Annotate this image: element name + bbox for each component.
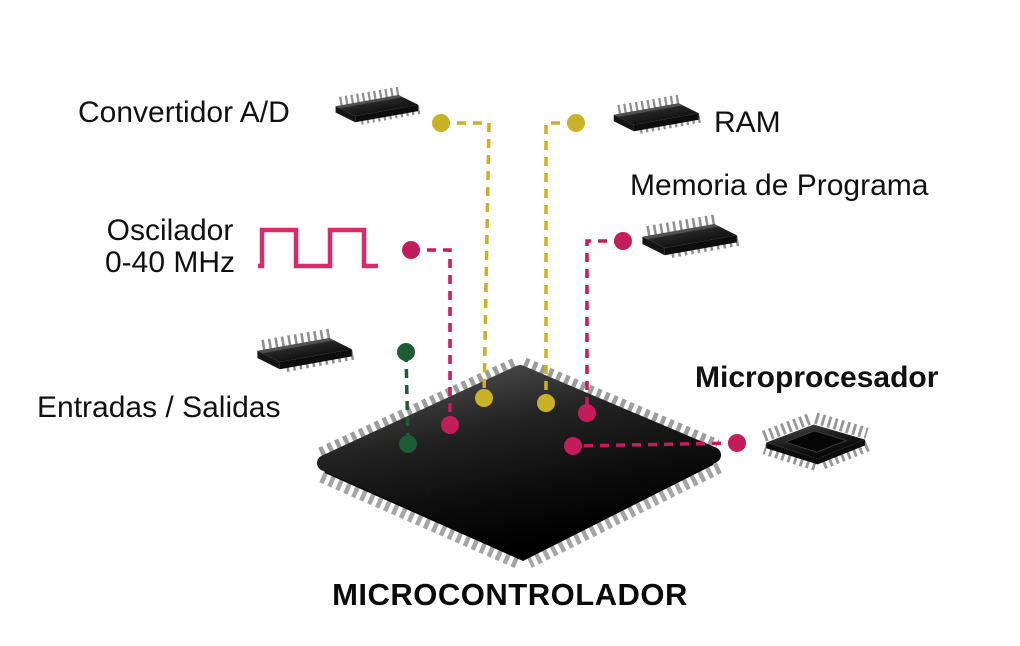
cpu-label: Microprocesador [695,361,939,394]
mcu-oscillator-pin-dot [441,416,459,434]
mcu-io-pin-dot [399,435,417,453]
adc-label: Convertidor A/D [78,96,290,129]
cpu-connector [572,441,738,448]
adc-chip dip-chip-icon [336,91,423,123]
oscillator-label-line2: 0-40 MHz [104,246,236,280]
adc-connector [441,121,491,398]
ram-node-dot [567,114,585,132]
oscillator-node-dot [402,241,420,259]
io-chip dip-chip-icon [257,333,356,369]
cpu-node-dot [728,434,746,452]
program-memory-chip dip-chip-icon [642,219,741,255]
oscillator-label: Oscilador 0-40 MHz [80,214,260,280]
ram-chip dip-chip-icon [614,99,703,131]
io-label: Entradas / Salidas [37,391,281,424]
ram-connector [544,121,576,402]
mcu-program-memory-pin-dot [578,404,596,422]
program-memory-node-dot [614,232,632,250]
mcu-ram-pin-dot [537,394,555,412]
adc-node-dot [432,114,450,132]
mcu-adc-pin-dot [475,389,493,407]
square-wave-icon [258,227,378,269]
cpu-chip qfp-chip-icon [764,418,868,465]
mcu-cpu-pin-dot [564,437,582,455]
program-memory-label: Memoria de Programa [630,169,929,202]
ram-label: RAM [714,106,781,139]
oscillator-label-line1: Oscilador [106,214,234,247]
program-memory-connector [585,239,623,412]
microcontroller-title: MICROCONTROLADOR [332,577,688,612]
oscillator-connector [411,248,452,424]
microcontroller-chip qfp-chip-icon [316,357,722,569]
io-node-dot [397,343,415,361]
